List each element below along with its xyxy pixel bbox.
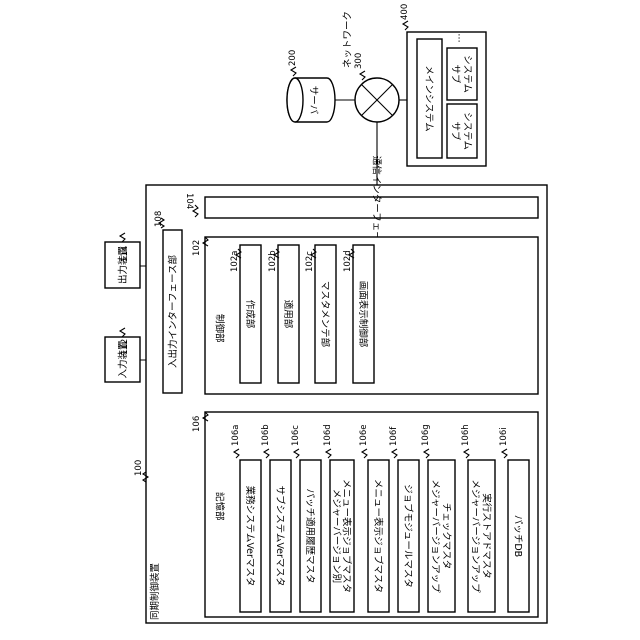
output-device-unit: 出力装置 114 [105, 233, 140, 288]
input-device-unit: 入力装置 112 [105, 328, 140, 382]
control-unit-label: 制御部 [214, 314, 226, 343]
ref-300: 300 [354, 53, 364, 69]
ref-106c: 106c [291, 425, 301, 446]
job-module-master-label: ジョブモジュールマスタ [402, 484, 414, 588]
system-ellipsis: … [456, 33, 467, 43]
major-version-menu-job-master-line2: メニュー表示ジョブマスタ [341, 479, 353, 593]
patch-apply-history-master-label: パッチ適用履歴マスタ [304, 488, 316, 583]
ref-106i: 106i [499, 427, 509, 446]
network-label: ネットワーク [342, 11, 353, 68]
server-label: サーバ [308, 86, 319, 115]
business-system-version-master-label: 業務システムVerマスタ [244, 486, 256, 587]
storage-unit-label: 記憶部 [214, 492, 226, 521]
ref-400: 400 [400, 4, 410, 20]
major-version-up-stored-master-line1: メジャーバージョンアップ [470, 479, 481, 593]
ref-108: 108 [154, 211, 164, 227]
ref-106h: 106h [461, 424, 471, 446]
ref-106e: 106e [359, 425, 369, 446]
network-unit: ネットワーク 300 [342, 11, 399, 122]
ref-leader-114 [120, 233, 125, 242]
major-version-up-stored-master-line2: 実行ストアドマスタ [481, 493, 493, 579]
menu-display-job-master-label: メニュー表示ジョブマスタ [372, 479, 384, 593]
ref-102c: 102c [305, 251, 315, 272]
subsystem-1-line1: サブ [450, 121, 462, 141]
system-400: 400 メインシステム サブ システム サブ システム … [400, 4, 486, 166]
ref-leader-112 [120, 328, 125, 337]
subsystem-2-line2: システム [462, 55, 473, 93]
ref-106: 106 [192, 416, 202, 432]
main-system-label: メインシステム [423, 65, 434, 131]
ref-106d: 106d [323, 424, 333, 446]
ref-106g: 106g [421, 424, 431, 446]
ref-106a: 106a [231, 425, 241, 446]
major-version-menu-job-master-line1: メジャーバージョン別 [331, 489, 342, 583]
server-cylinder-top [287, 78, 303, 122]
ref-104: 104 [184, 193, 194, 209]
screen-display-control-unit-label: 画面表示制御部 [357, 281, 369, 348]
server-unit: サーバ 200 [287, 50, 335, 122]
ref-leader-400 [403, 21, 408, 30]
storage-unit: 記憶部 106 業務システムVerマスタ 106a サブシステムVerマスタ 1… [192, 412, 538, 617]
ref-102a: 102a [230, 251, 240, 272]
subsystem-version-master-label: サブシステムVerマスタ [274, 486, 286, 587]
ref-200: 200 [288, 50, 298, 66]
ref-100: 100 [134, 460, 144, 476]
control-unit: 制御部 102 作成部 102a 適用部 102b マスタメンテ部 102c 画… [192, 237, 538, 394]
ref-leader-300 [360, 71, 365, 80]
io-interface-label: 入出力インターフェース部 [167, 255, 179, 368]
ref-102: 102 [192, 240, 202, 256]
major-version-up-check-master-line1: メジャーバージョンアップ [430, 479, 441, 593]
subsystem-1-line2: システム [462, 112, 473, 150]
creation-unit-label: 作成部 [244, 300, 256, 329]
patch-db-label: パッチDB [512, 515, 523, 557]
major-version-up-check-master-line2: チェックマスタ [441, 503, 452, 570]
ref-102b: 102b [268, 250, 278, 272]
apply-unit-label: 適用部 [282, 300, 294, 329]
master-maintenance-unit-label: マスタメンテ部 [319, 281, 331, 347]
ref-102d: 102d [343, 250, 353, 272]
ref-leader-200 [291, 67, 296, 76]
ref-106f: 106f [389, 426, 399, 446]
ref-112: 112 [120, 339, 130, 355]
sync-device-label: 同期制御装置 [149, 563, 161, 620]
subsystem-2-line1: サブ [450, 64, 462, 84]
ref-106b: 106b [261, 424, 271, 446]
ref-114: 114 [120, 246, 130, 262]
